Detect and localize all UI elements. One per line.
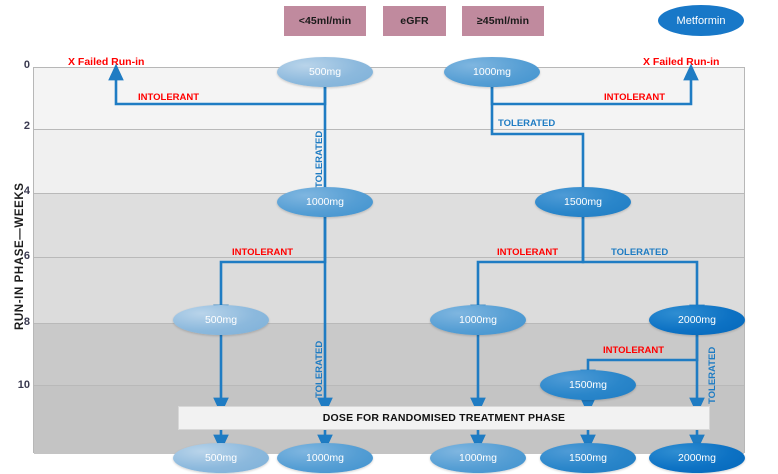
final-node-1000mg-b[interactable]: 1000mg <box>430 443 526 473</box>
y-tick-4: 4 <box>23 185 30 197</box>
gridline-6 <box>34 257 744 258</box>
node-1000mg-week0[interactable]: 1000mg <box>444 57 540 87</box>
node-label: 2000mg <box>678 314 716 326</box>
y-tick-8: 8 <box>23 316 30 328</box>
node-label: 500mg <box>204 452 238 464</box>
gridline-2 <box>34 129 744 130</box>
node-label: 1000mg <box>459 452 497 464</box>
final-node-2000mg[interactable]: 2000mg <box>649 443 745 473</box>
legend-egfr-low-label: <45ml/min <box>298 15 352 27</box>
node-label: 1000mg <box>306 196 344 208</box>
legend-egfr-title: eGFR <box>383 6 446 36</box>
y-tick-2: 2 <box>23 120 30 132</box>
node-500mg-week0[interactable]: 500mg <box>277 57 373 87</box>
plot-area <box>33 67 745 454</box>
failed-runin-left: X Failed Run-in <box>68 56 145 68</box>
node-label: 500mg <box>204 314 238 326</box>
label-intolerant-right-top: INTOLERANT <box>604 92 666 103</box>
legend-egfr-title-label: eGFR <box>400 15 429 27</box>
label-tolerated-right-vert-low: TOLERATED <box>707 346 718 404</box>
legend-drug-metformin: Metformin <box>658 5 744 36</box>
label-tolerated-left-vert-long: TOLERATED <box>314 340 325 398</box>
label-intolerant-right-low: INTOLERANT <box>603 345 665 356</box>
y-tick-10: 10 <box>17 379 30 391</box>
node-2000mg-week8[interactable]: 2000mg <box>649 305 745 335</box>
final-node-1000mg-a[interactable]: 1000mg <box>277 443 373 473</box>
final-node-500mg[interactable]: 500mg <box>173 443 269 473</box>
band-6-8 <box>34 257 744 323</box>
label-intolerant-left-top: INTOLERANT <box>138 92 200 103</box>
node-1500mg-week10[interactable]: 1500mg <box>540 370 636 400</box>
node-label: 1500mg <box>569 452 607 464</box>
legend-drug-label: Metformin <box>676 14 726 27</box>
final-node-1500mg[interactable]: 1500mg <box>540 443 636 473</box>
dose-for-randomised-treatment-phase-bar: DOSE FOR RANDOMISED TREATMENT PHASE <box>178 406 710 430</box>
node-label: 1000mg <box>306 452 344 464</box>
legend-egfr-low: <45ml/min <box>284 6 366 36</box>
legend-egfr-high: ≥45ml/min <box>462 6 544 36</box>
legend-egfr-high-label: ≥45ml/min <box>476 15 530 27</box>
dose-bar-label: DOSE FOR RANDOMISED TREATMENT PHASE <box>322 412 566 424</box>
node-label: 1000mg <box>459 314 497 326</box>
node-label: 2000mg <box>678 452 716 464</box>
node-500mg-week8[interactable]: 500mg <box>173 305 269 335</box>
node-1000mg-week4-left[interactable]: 1000mg <box>277 187 373 217</box>
failed-runin-right: X Failed Run-in <box>643 56 720 68</box>
label-tolerated-right-mid: TOLERATED <box>611 247 669 258</box>
node-1500mg-week4-right[interactable]: 1500mg <box>535 187 631 217</box>
node-label: 1500mg <box>569 379 607 391</box>
node-label: 500mg <box>308 66 342 78</box>
node-label: 1500mg <box>564 196 602 208</box>
label-intolerant-left-mid: INTOLERANT <box>232 247 294 258</box>
band-2-4 <box>34 129 744 193</box>
gridline-8 <box>34 323 744 324</box>
gridline-10 <box>34 385 744 386</box>
label-tolerated-right-top: TOLERATED <box>498 118 556 129</box>
gridline-4 <box>34 193 744 194</box>
label-intolerant-mid: INTOLERANT <box>497 247 559 258</box>
y-tick-6: 6 <box>23 250 30 262</box>
label-tolerated-left-vert-top: TOLERATED <box>314 130 325 188</box>
node-label: 1000mg <box>473 66 511 78</box>
node-1000mg-week8[interactable]: 1000mg <box>430 305 526 335</box>
y-tick-0: 0 <box>23 59 30 71</box>
